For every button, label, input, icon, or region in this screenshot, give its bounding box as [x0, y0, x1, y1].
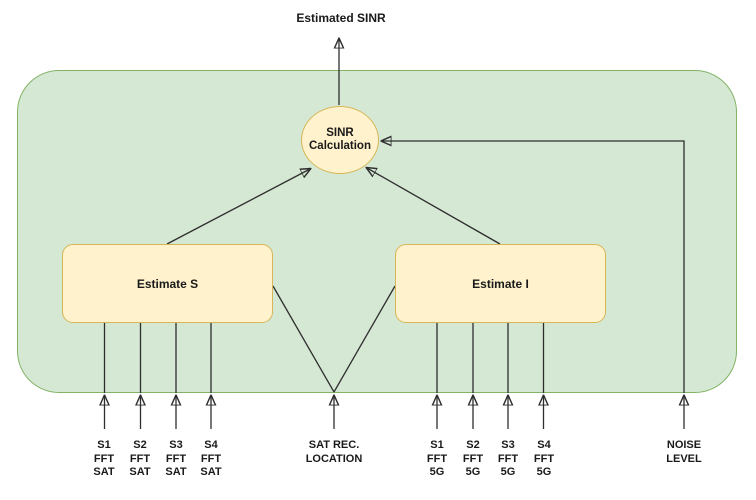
input-label-s2-fft-5g: S2 FFT 5G	[462, 439, 484, 478]
connector-noise-to-sinr	[382, 141, 685, 393]
input-label-s3-fft-sat: S3 FFT SAT	[165, 439, 187, 478]
node-estimate-s-label: Estimate S	[136, 276, 199, 291]
node-sinr-calculation: SINR Calculation	[301, 106, 379, 174]
node-estimate-i: Estimate I	[395, 244, 606, 323]
connector-satrec-to-estimate-s	[272, 285, 335, 393]
input-label-s2-fft-sat: S2 FFT SAT	[129, 439, 151, 478]
node-estimate-i-label: Estimate I	[472, 276, 529, 291]
connector-estimate-i-to-sinr	[367, 168, 501, 245]
input-label-sat-rec-location: SAT REC. LOCATION	[305, 439, 363, 465]
input-label-noise-level: NOISE LEVEL	[666, 439, 702, 465]
input-label-s4-fft-5g: S4 FFT 5G	[533, 439, 555, 478]
connector-satrec-to-estimate-i	[333, 285, 396, 393]
input-label-s1-fft-5g: S1 FFT 5G	[426, 439, 448, 478]
system-boundary-box	[17, 70, 737, 393]
input-label-s4-fft-sat: S4 FFT SAT	[200, 439, 222, 478]
input-label-s3-fft-5g: S3 FFT 5G	[497, 439, 519, 478]
input-label-s1-fft-sat: S1 FFT SAT	[93, 439, 115, 478]
output-label-estimated-sinr: Estimated SINR	[296, 11, 386, 25]
node-sinr-calculation-label: SINR Calculation	[309, 127, 371, 152]
node-estimate-s: Estimate S	[62, 244, 273, 323]
connector-estimate-s-to-sinr	[166, 169, 310, 245]
